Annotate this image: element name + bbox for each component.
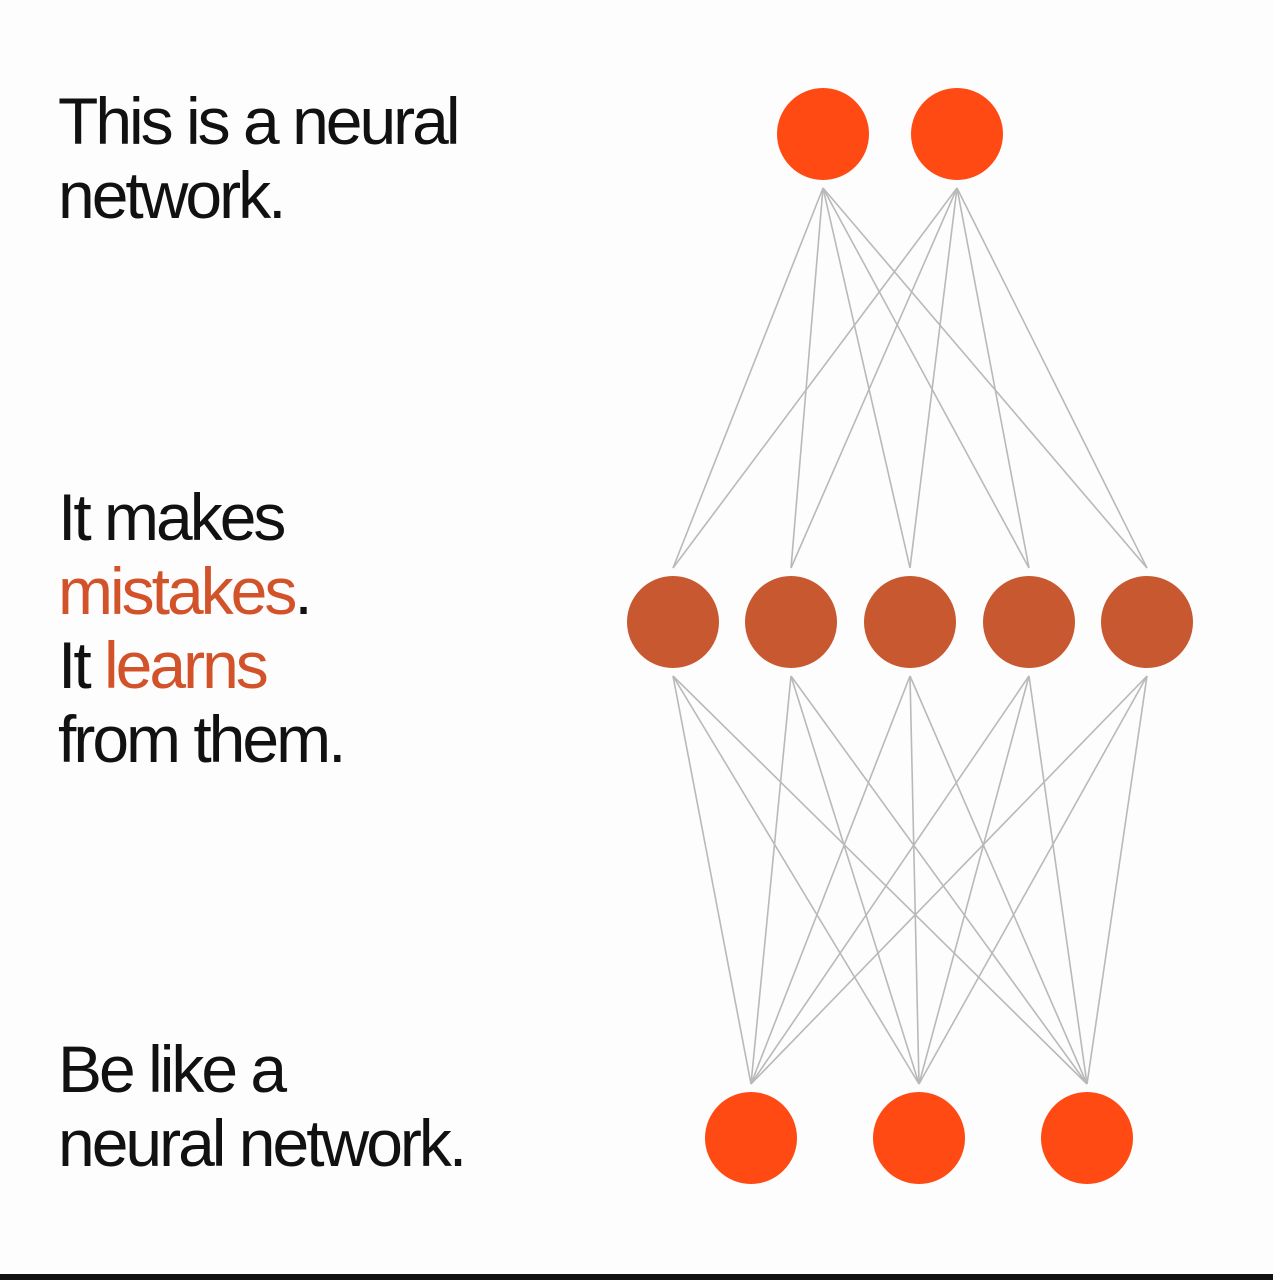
hidden-node-5	[1101, 576, 1193, 668]
edge-output-0-hidden-4	[822, 187, 1148, 569]
output-node-1	[777, 88, 869, 180]
edge-hidden-2-input-2	[909, 675, 1088, 1085]
edge-hidden-1-input-1	[790, 675, 920, 1085]
edge-output-0-hidden-2	[822, 187, 911, 569]
edge-output-1-hidden-1	[790, 187, 958, 569]
edge-hidden-2-input-1	[909, 675, 920, 1085]
network-nodes	[627, 88, 1193, 1184]
closing-line-1: Be like a	[58, 1032, 287, 1106]
intro-line-2: network.	[58, 158, 286, 232]
network-edges	[672, 187, 1148, 1085]
edge-hidden-3-input-1	[918, 675, 1030, 1085]
hidden-node-1	[627, 576, 719, 668]
closing-text: Be like a neural network.	[58, 1032, 467, 1180]
edge-hidden-4-input-2	[1086, 675, 1148, 1085]
edge-hidden-3-input-2	[1028, 675, 1088, 1085]
hidden-node-4	[983, 576, 1075, 668]
edge-output-1-hidden-4	[956, 187, 1148, 569]
edge-output-0-hidden-3	[822, 187, 1030, 569]
edge-output-1-hidden-3	[956, 187, 1030, 569]
edge-output-0-hidden-1	[790, 187, 824, 569]
edge-hidden-1-input-2	[790, 675, 1088, 1085]
edge-hidden-0-input-0	[672, 675, 752, 1085]
output-node-2	[911, 88, 1003, 180]
learns-prefix: It	[58, 628, 105, 702]
edge-hidden-0-input-1	[672, 675, 920, 1085]
hidden-node-3	[864, 576, 956, 668]
edge-hidden-4-input-1	[918, 675, 1148, 1085]
learning-line-1: It makes	[58, 480, 286, 554]
learning-line-2: mistakes.	[58, 554, 343, 628]
closing-line-2: neural network.	[58, 1106, 467, 1180]
learning-text: It makes mistakes. It learns from them.	[58, 480, 346, 776]
intro-text: This is a neural network.	[58, 84, 461, 232]
intro-line-1: This is a neural	[58, 84, 461, 158]
edge-output-0-hidden-0	[672, 187, 824, 569]
learning-line-4: from them.	[58, 702, 346, 776]
edge-hidden-3-input-0	[750, 675, 1030, 1085]
learning-line-3: It learns	[58, 628, 343, 702]
edge-output-1-hidden-0	[672, 187, 958, 569]
edge-hidden-1-input-0	[750, 675, 792, 1085]
input-node-1	[705, 1092, 797, 1184]
bottom-border	[0, 1274, 1273, 1280]
mistakes-word: mistakes	[58, 554, 297, 628]
edge-output-1-hidden-2	[909, 187, 958, 569]
edge-hidden-2-input-0	[750, 675, 911, 1085]
hidden-node-2	[745, 576, 837, 668]
edge-hidden-4-input-0	[750, 675, 1148, 1085]
mistakes-period: .	[294, 554, 312, 628]
input-node-3	[1041, 1092, 1133, 1184]
input-node-2	[873, 1092, 965, 1184]
edge-hidden-0-input-2	[672, 675, 1088, 1085]
learns-word: learns	[104, 628, 269, 702]
